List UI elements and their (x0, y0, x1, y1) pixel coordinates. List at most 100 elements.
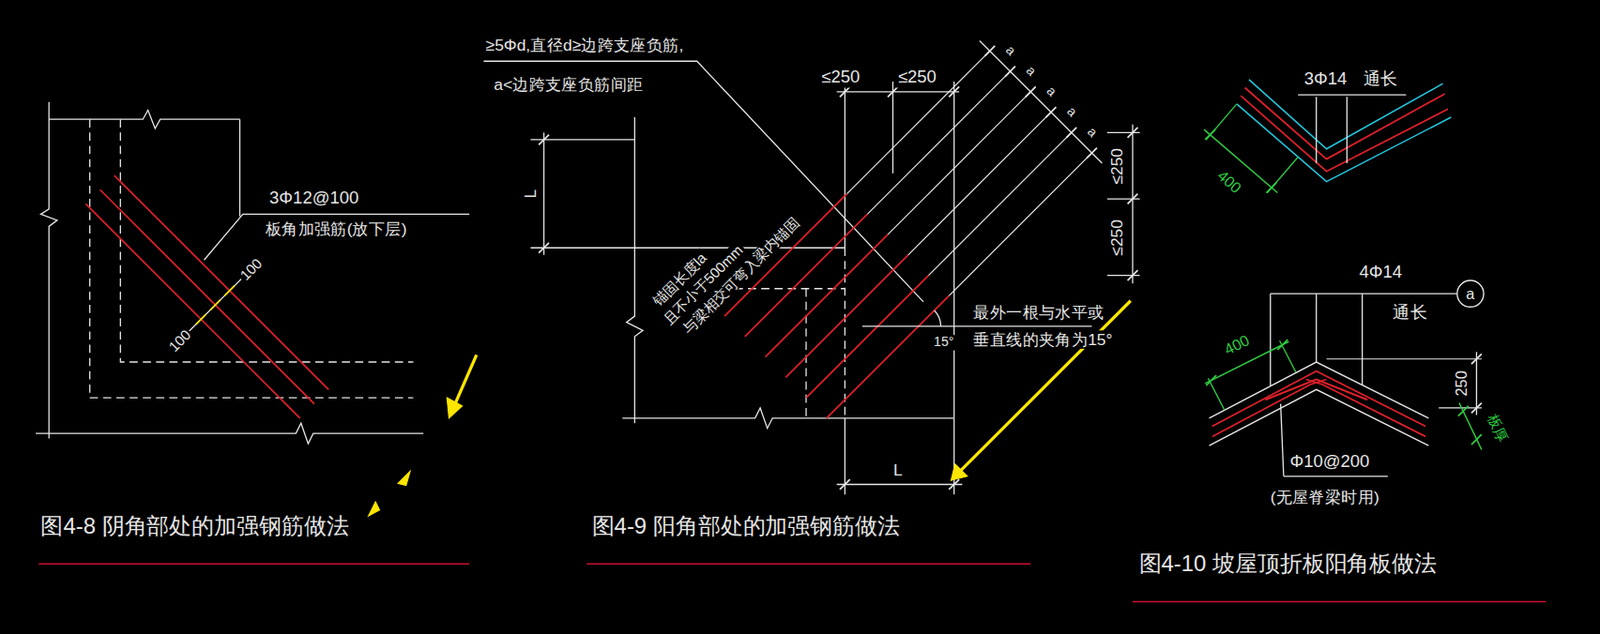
rebar-extension (847, 50, 991, 194)
beam-hidden-line (805, 289, 807, 419)
rebar-line (1306, 380, 1426, 438)
rebar-extension (887, 91, 1031, 235)
beam-hidden-line (120, 119, 413, 363)
rebar-extension (929, 132, 1072, 275)
dimension-tick (1265, 182, 1277, 194)
dimension-line (188, 277, 244, 333)
extension-line (844, 81, 846, 248)
dimension-tick (1471, 403, 1482, 414)
axis-bubble (1457, 280, 1484, 307)
figure-caption: 图4-9 阳角部处的加强钢筋做法 (589, 513, 902, 540)
dimension-value: ≤250 (1108, 146, 1128, 187)
note-text: ≥5Φd,直径d≥边跨支座负筋, (483, 36, 686, 56)
slab-outline (1236, 104, 1451, 183)
dimension-tick (1471, 434, 1482, 445)
dimension-line (1476, 351, 1478, 415)
rebar-marker (1315, 293, 1317, 363)
rebar-line (765, 234, 888, 357)
dimension-label: 板厚 (1483, 410, 1513, 447)
rebar-spec: Φ10@200 (1287, 452, 1372, 473)
pointer-arrow (959, 301, 1131, 473)
dimension-tick (1127, 270, 1139, 281)
dimension-tick (887, 86, 899, 97)
dimension-tick (1204, 129, 1216, 140)
dimension-tick (1471, 353, 1482, 365)
wall-line (953, 198, 955, 419)
dimension-value: a (1041, 82, 1061, 102)
dimension-value: a (1020, 61, 1040, 81)
dimension-tick (196, 314, 207, 325)
dimension-tick (948, 86, 960, 97)
rebar-line (785, 255, 908, 378)
rebar-marker (1346, 96, 1348, 164)
wall-line (40, 102, 57, 440)
rebar-marker (1315, 96, 1317, 164)
rebar-line (745, 213, 868, 336)
leader-line (1280, 404, 1284, 477)
angle-arc (934, 310, 942, 327)
rebar-line (1245, 88, 1446, 160)
dimension-value: 250 (1452, 368, 1471, 399)
wall-line (239, 119, 241, 216)
axis-label: a (1463, 285, 1477, 304)
dimension-tick (1205, 375, 1217, 386)
angle-value: 15° (931, 335, 957, 351)
rebar-spec: 4Φ14 (1356, 261, 1404, 282)
dimension-value: ≤250 (896, 67, 939, 88)
dimension-line (837, 484, 963, 486)
dimension-line (837, 91, 960, 92)
beam-hidden-line (844, 247, 846, 419)
note-text: 垂直线的夹角为15° (971, 330, 1114, 350)
wall-line (35, 423, 424, 444)
dimension-tick (210, 300, 221, 311)
rebar-marker (1361, 293, 1363, 386)
extension-line (892, 81, 894, 174)
figure-caption: 图4-8 阴角部处的加强钢筋做法 (38, 513, 351, 540)
leader-line (203, 213, 470, 260)
dimension-value: L (520, 187, 540, 201)
rebar-marker (1269, 293, 1271, 386)
arrow-head (950, 464, 967, 481)
dimension-line (1131, 124, 1133, 285)
extension-line (1107, 132, 1141, 134)
extension-line (1107, 198, 1141, 199)
caption-underline (1132, 601, 1546, 604)
dimension-line (979, 40, 1102, 163)
rebar-extension (908, 112, 1052, 256)
dimension-line (543, 132, 545, 255)
caption-underline (38, 563, 470, 566)
rebar-line (1212, 371, 1426, 427)
dimension-value: a (1062, 103, 1082, 122)
extension-line (1207, 378, 1224, 411)
extension-line (530, 247, 845, 249)
dimension-value: a (1081, 122, 1101, 142)
dimension-tick (1277, 339, 1288, 351)
caption-underline (586, 563, 1031, 566)
note-text: 最外一根与水平或 (971, 304, 1107, 323)
dimension-tick (839, 479, 851, 490)
note-text: 与梁相交可弯入梁内锚固 (678, 213, 805, 339)
rebar-spec: 3Φ14 (1301, 69, 1349, 90)
dimension-value: 400 (1219, 330, 1255, 360)
dimension-tick (538, 243, 549, 254)
dimension-tick (1127, 194, 1139, 205)
extension-line (530, 138, 635, 140)
extension-line (953, 81, 955, 199)
dimension-tick (839, 86, 851, 97)
wall-line (48, 109, 240, 129)
wall-line (626, 117, 643, 424)
note-text: 通长 (1361, 69, 1401, 90)
note-text: 板角加强筋(放下层) (263, 220, 410, 240)
rebar-line (1264, 380, 1368, 401)
leader-line (1297, 93, 1406, 95)
rebar-line (1212, 380, 1327, 438)
rebar-line (1240, 95, 1448, 171)
dimension-value: a (1000, 41, 1020, 61)
extension-line (1107, 274, 1141, 276)
arrow-head (397, 471, 411, 486)
dimension-value: L (891, 460, 905, 480)
note-text: 通长 (1390, 303, 1430, 323)
dimension-tick (1127, 127, 1139, 138)
